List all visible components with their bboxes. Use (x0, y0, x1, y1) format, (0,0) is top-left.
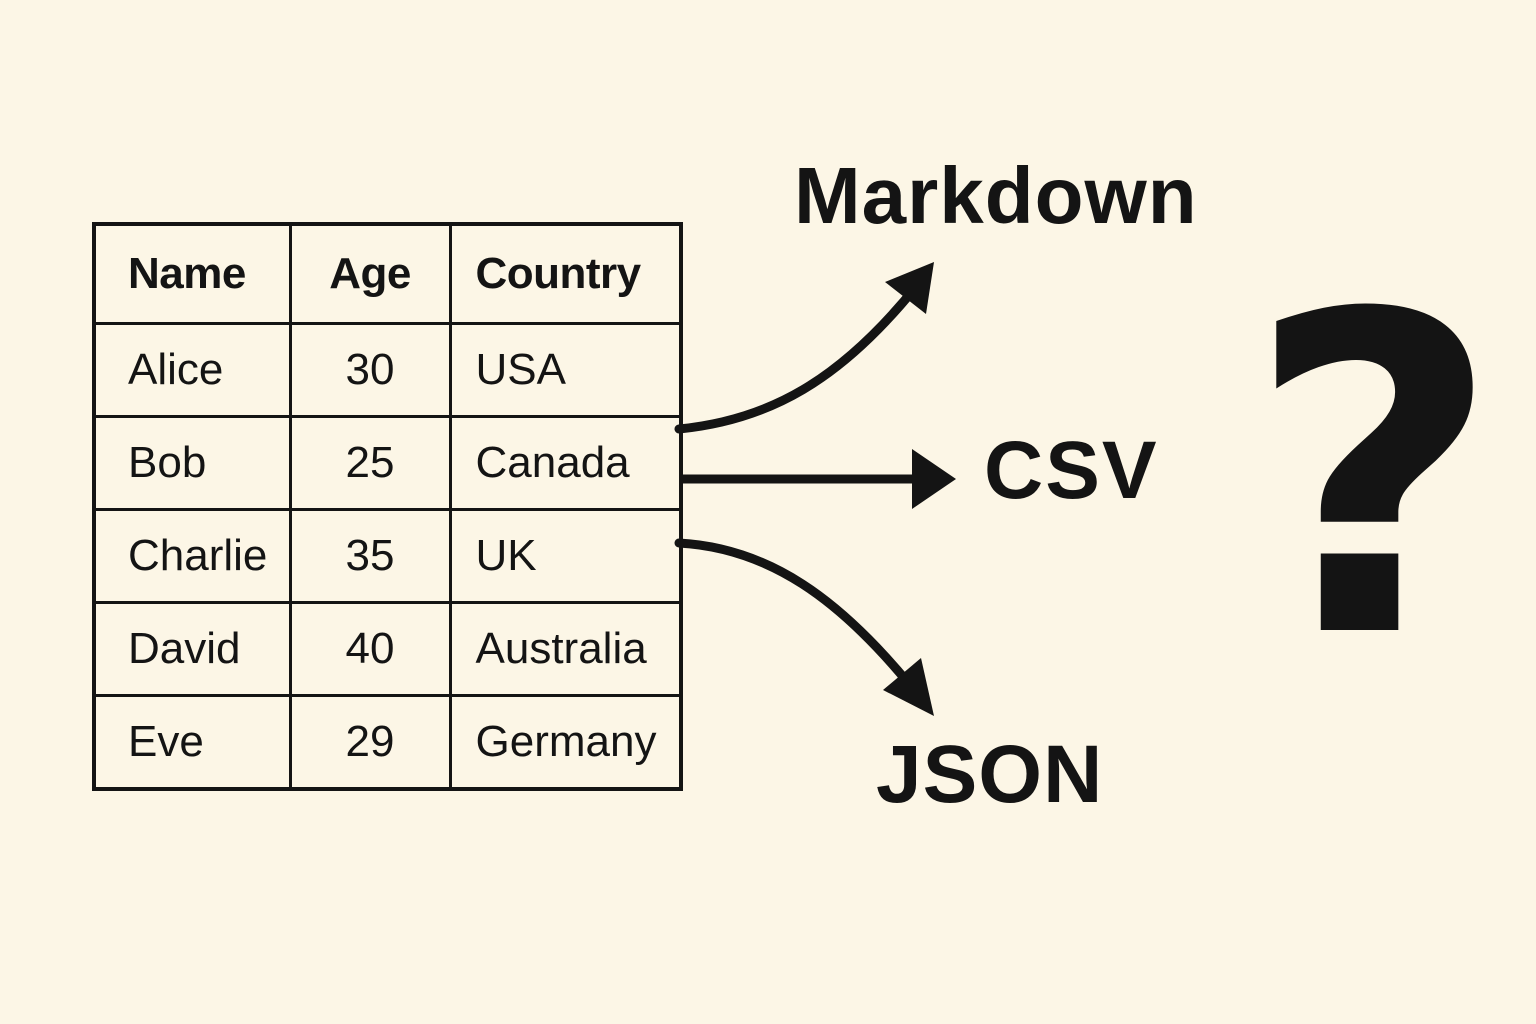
json-label: JSON (876, 729, 1104, 820)
cell-country: Australia (448, 601, 683, 697)
table-header-row: Name Age Country (92, 222, 683, 325)
cell-age: 35 (288, 508, 452, 604)
cell-name: Alice (92, 322, 292, 418)
cell-age: 30 (288, 322, 452, 418)
table-row: David 40 Australia (92, 601, 683, 697)
cell-country: UK (448, 508, 683, 604)
cell-country: USA (448, 322, 683, 418)
cell-country: Canada (448, 415, 683, 511)
header-name: Name (92, 222, 292, 325)
header-country: Country (448, 222, 683, 325)
cell-age: 25 (288, 415, 452, 511)
header-age: Age (288, 222, 452, 325)
cell-name: David (92, 601, 292, 697)
arrow-to-json (674, 538, 934, 716)
table-row: Eve 29 Germany (92, 694, 683, 791)
cell-name: Bob (92, 415, 292, 511)
cell-age: 40 (288, 601, 452, 697)
csv-label: CSV (984, 425, 1159, 516)
cell-name: Eve (92, 694, 292, 791)
arrow-to-csv (679, 449, 956, 509)
table-row: Charlie 35 UK (92, 508, 683, 604)
data-table: Name Age Country Alice 30 USA Bob 25 Can… (92, 222, 683, 791)
cell-country: Germany (448, 694, 683, 791)
markdown-label: Markdown (794, 151, 1198, 240)
table-row: Bob 25 Canada (92, 415, 683, 511)
table-row: Alice 30 USA (92, 322, 683, 418)
arrow-to-markdown (674, 262, 934, 434)
question-mark-icon: ? (1246, 222, 1502, 734)
cell-name: Charlie (92, 508, 292, 604)
cell-age: 29 (288, 694, 452, 791)
